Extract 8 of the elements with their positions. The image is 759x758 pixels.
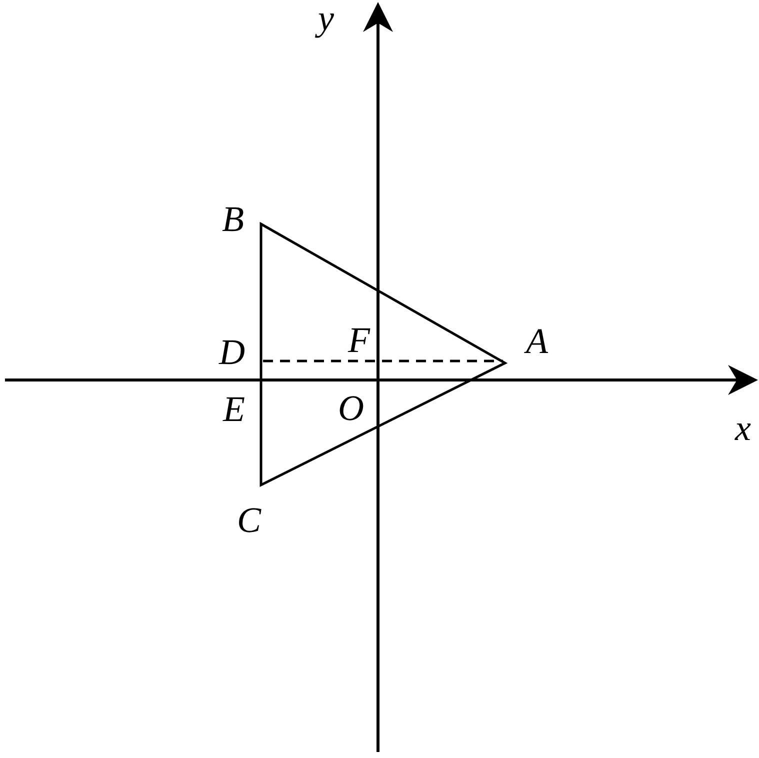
- point-label: D: [219, 334, 245, 370]
- point-label: F: [348, 322, 370, 358]
- point-label: O: [338, 390, 364, 426]
- point-label: E: [223, 391, 245, 427]
- point-label: B: [222, 201, 244, 237]
- axis-label: x: [735, 410, 751, 446]
- point-label: A: [526, 323, 548, 359]
- point-label: C: [237, 502, 261, 538]
